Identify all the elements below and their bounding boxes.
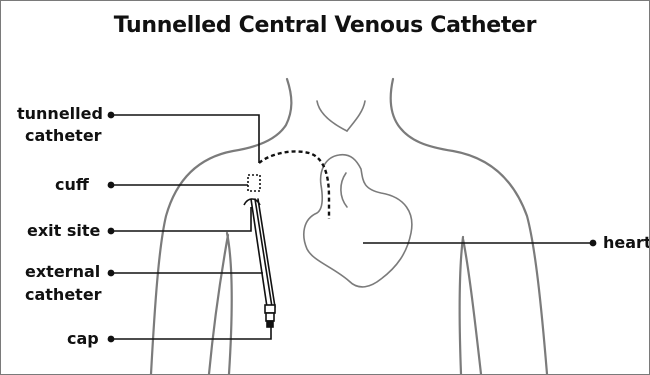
leader-exit-site (111, 207, 251, 231)
dot-cap (108, 336, 115, 343)
label-heart: heart (603, 232, 650, 254)
dot-cuff (108, 182, 115, 189)
left-arm-fold-outline (209, 235, 228, 374)
right-neck-outline (391, 79, 547, 374)
right-arm-inner-outline (460, 237, 463, 374)
dot-tunnelled-catheter (108, 112, 115, 119)
leader-cap (111, 327, 271, 339)
cuff-marker (248, 175, 260, 191)
catheter-cap (265, 305, 275, 327)
heart-inner-curve (341, 173, 347, 207)
label-cap: cap (67, 328, 99, 350)
external-catheter-line-a (251, 199, 267, 307)
vessel-upper-left (317, 101, 347, 131)
dot-heart (590, 240, 597, 247)
tunnelled-catheter-path (259, 151, 329, 219)
label-external-line2: catheter (25, 284, 102, 306)
label-cuff: cuff (55, 174, 89, 196)
left-arm-inner-outline (227, 233, 232, 374)
label-tunnelled-line1: tunnelled (17, 103, 103, 125)
label-external-line1: external (25, 261, 100, 283)
heart-shape (304, 155, 412, 287)
right-arm-fold-outline (463, 239, 481, 374)
dot-external-catheter (108, 270, 115, 277)
dot-exit-site (108, 228, 115, 235)
leader-tunnelled-catheter (111, 115, 259, 163)
label-tunnelled-line2: catheter (25, 125, 102, 147)
label-exit-site: exit site (27, 220, 100, 242)
vessel-upper-right (347, 101, 365, 131)
external-catheter-line-c (258, 199, 275, 307)
external-catheter-line-b (255, 199, 272, 307)
